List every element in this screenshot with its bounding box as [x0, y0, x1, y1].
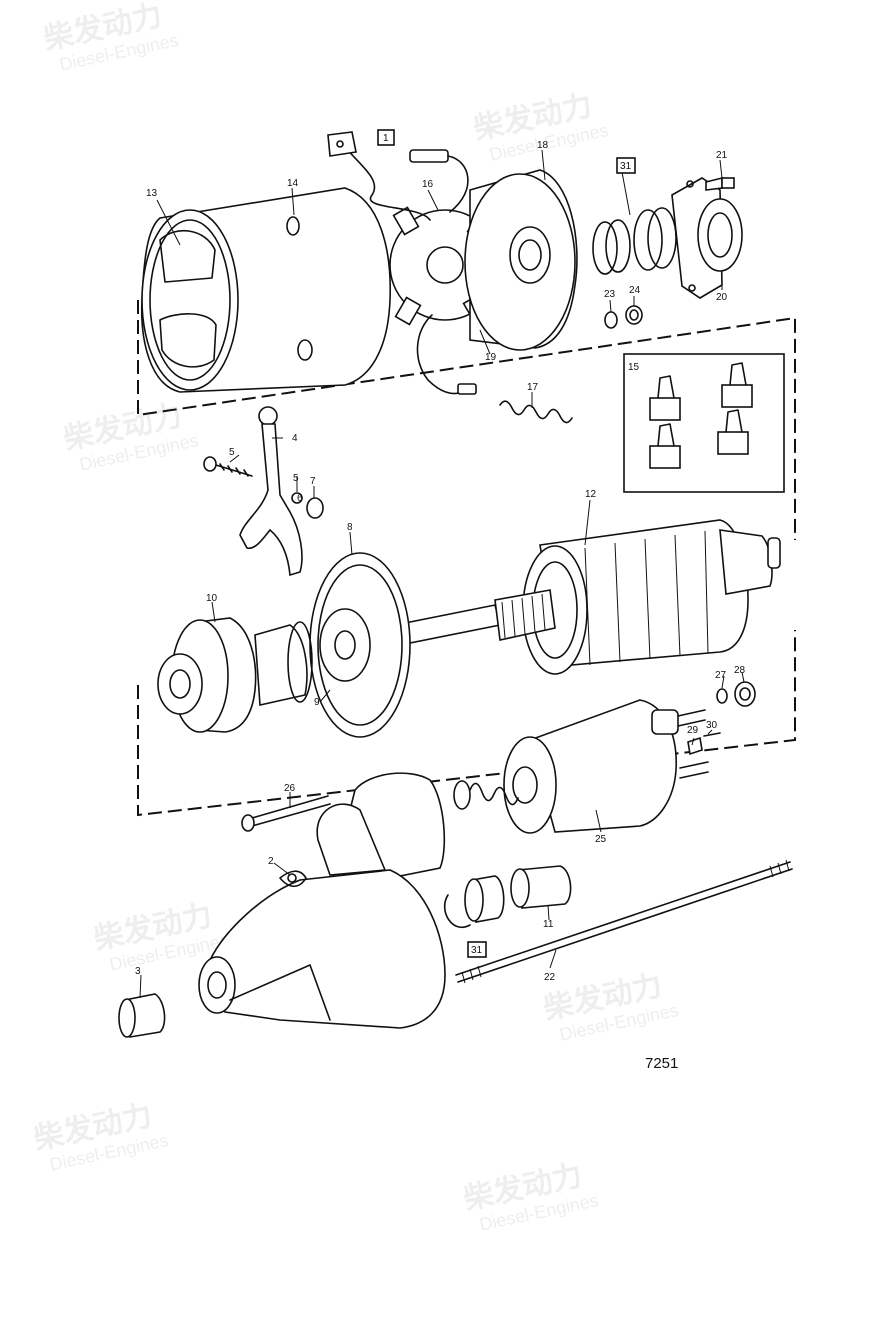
label-16: 16: [422, 179, 434, 190]
label-24: 24: [629, 285, 641, 296]
watermark-logo: 柴发动力 Diesel-Engines: [541, 968, 681, 1045]
label-13: 13: [146, 188, 158, 199]
label-11: 11: [543, 919, 554, 930]
label-14: 14: [287, 178, 299, 189]
return-spring: [499, 400, 573, 424]
label-22: 22: [544, 972, 556, 983]
assembly-outline: [137, 300, 796, 817]
label-9: 9: [314, 697, 320, 708]
solenoid: [503, 681, 756, 834]
watermark-logo: 柴发动力 Diesel-Engines: [461, 1158, 601, 1235]
watermark-logo: 柴发动力 Diesel-Engines: [61, 398, 201, 475]
label-26: 26: [284, 783, 296, 794]
label-20: 20: [716, 292, 728, 303]
label-10: 10: [206, 593, 218, 604]
boxed-labels: 1 31 31: [377, 129, 636, 958]
label-7: 7: [310, 476, 316, 487]
end-cover: [464, 169, 578, 351]
watermark-logo: 柴发动力 Diesel-Engines: [471, 88, 611, 165]
spring-coils: [592, 207, 677, 275]
label-30: 30: [706, 720, 718, 731]
label-5a: 5: [229, 447, 235, 458]
shift-lever: [203, 406, 324, 577]
boxed-label-31-bottom: 31: [471, 945, 483, 956]
boxed-label-frame: [467, 941, 487, 958]
label-5b: 5: [293, 473, 299, 484]
label-2: 2: [268, 856, 274, 867]
label-3: 3: [135, 966, 141, 977]
pinion-drive: [157, 617, 313, 733]
spring-assembly: [592, 176, 743, 329]
figure-number: 7251: [645, 1055, 678, 1072]
watermark-logo: 柴发动力 Diesel-Engines: [31, 1098, 171, 1175]
label-15: 15: [628, 362, 640, 373]
boxed-label-frame: [377, 129, 395, 146]
label-12: 12: [585, 489, 597, 500]
bushings-and-stud: [118, 859, 793, 1038]
label-28: 28: [734, 665, 746, 676]
label-6: 6: [297, 493, 303, 504]
part-labels: 13 14 16 18 21 23 24 20 19 15 17 4 5 5 7…: [135, 140, 746, 983]
brush-set-inset: [623, 353, 785, 493]
label-17: 17: [527, 382, 539, 393]
label-23: 23: [604, 289, 616, 300]
leader-lines: [139, 149, 745, 999]
label-18: 18: [537, 140, 549, 151]
label-25: 25: [595, 834, 607, 845]
watermark-logo: 柴发动力 Diesel-Engines: [41, 0, 181, 75]
label-19: 19: [485, 352, 497, 363]
drive-end-housing: [198, 772, 446, 1029]
label-8: 8: [347, 522, 353, 533]
boxed-label-frame: [616, 157, 636, 174]
label-27: 27: [715, 670, 727, 681]
label-29: 29: [687, 725, 699, 736]
label-4: 4: [292, 433, 298, 444]
label-21: 21: [716, 150, 728, 161]
boxed-label-31-top: 31: [620, 161, 632, 172]
field-frame: [140, 187, 392, 393]
boxed-label-1: 1: [383, 133, 389, 144]
intermediate-plate: [309, 552, 411, 738]
plunger: [453, 780, 519, 810]
